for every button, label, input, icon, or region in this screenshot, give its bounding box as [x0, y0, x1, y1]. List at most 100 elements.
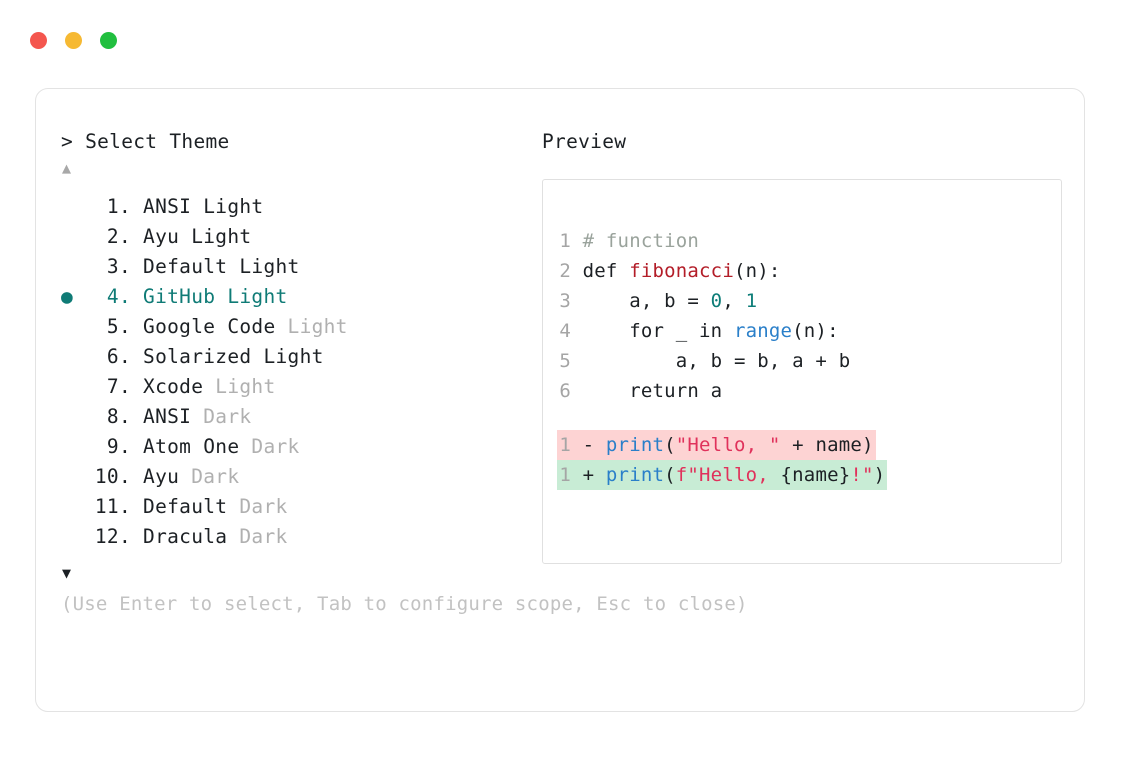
- code-token: + name): [780, 434, 874, 456]
- theme-item-variant: Dark: [239, 435, 300, 458]
- code-token: !": [850, 464, 874, 486]
- page-title: > Select Theme: [61, 130, 230, 153]
- code-token: f"Hello,: [675, 464, 781, 486]
- theme-item-index: 10.: [94, 465, 131, 488]
- theme-item-index: 5.: [94, 315, 131, 338]
- theme-item-variant: Dark: [179, 465, 240, 488]
- code-token: print: [605, 464, 665, 486]
- theme-item-variant: Light: [227, 255, 300, 278]
- code-gutter-space: [571, 320, 583, 342]
- code-token: fibonacci: [629, 260, 734, 282]
- keyboard-hint: (Use Enter to select, Tab to configure s…: [61, 593, 748, 615]
- code-gutter-space: [571, 230, 583, 252]
- theme-list-item[interactable]: 5. Google Code Light: [61, 312, 521, 342]
- theme-list-item[interactable]: 9. Atom One Dark: [61, 432, 521, 462]
- theme-item-index: 4.: [94, 285, 131, 308]
- preview-title: Preview: [542, 130, 627, 153]
- theme-list-item[interactable]: 11. Default Dark: [61, 492, 521, 522]
- code-line: 5 a, b = b, a + b: [557, 346, 1061, 376]
- code-token: 1: [745, 290, 758, 312]
- theme-item-variant: Light: [275, 315, 348, 338]
- theme-item-index: 1.: [94, 195, 131, 218]
- theme-item-variant: Light: [203, 375, 276, 398]
- theme-list-item[interactable]: 7. Xcode Light: [61, 372, 521, 402]
- theme-list-item[interactable]: 1. ANSI Light: [61, 192, 521, 222]
- theme-item-name: Ayu: [131, 225, 180, 248]
- code-line-number: 3: [559, 290, 571, 312]
- code-token: def: [582, 260, 630, 282]
- theme-list-item[interactable]: 6. Solarized Light: [61, 342, 521, 372]
- theme-item-name: Solarized: [131, 345, 252, 368]
- code-token: (: [664, 464, 676, 486]
- theme-item-name: Default: [131, 255, 228, 278]
- diff-line-number: 1: [559, 434, 571, 456]
- theme-item-name: Atom One: [131, 435, 240, 458]
- theme-list-item[interactable]: 10. Ayu Dark: [61, 462, 521, 492]
- code-line-number: 6: [559, 380, 571, 402]
- theme-item-name: Google Code: [131, 315, 276, 338]
- theme-item-name: Ayu: [131, 465, 180, 488]
- theme-item-name: ANSI: [131, 195, 192, 218]
- code-token: a, b = b, a + b: [582, 350, 851, 372]
- theme-item-variant: Light: [191, 195, 264, 218]
- code-spacer: [557, 406, 1061, 430]
- code-line: 3 a, b = 0, 1: [557, 286, 1061, 316]
- theme-item-variant: Dark: [227, 495, 288, 518]
- theme-item-index: 12.: [94, 525, 131, 548]
- code-line-number: 2: [559, 260, 571, 282]
- theme-item-index: 8.: [94, 405, 131, 428]
- code-gutter-space: [571, 260, 583, 282]
- scroll-down-arrow-icon[interactable]: ▼: [62, 564, 72, 582]
- diff-added-line: 1 + print(f"Hello, {name}!"): [557, 460, 888, 490]
- theme-item-name: ANSI: [131, 405, 192, 428]
- theme-list: 1. ANSI Light 2. Ayu Light 3. Default Li…: [61, 192, 521, 552]
- diff-row: 1 + print(f"Hello, {name}!"): [557, 460, 1061, 490]
- theme-item-index: 2.: [94, 225, 131, 248]
- code-line-number: 1: [559, 230, 571, 252]
- close-window-dot[interactable]: [30, 32, 47, 49]
- minimize-window-dot[interactable]: [65, 32, 82, 49]
- code-token: ): [873, 464, 886, 486]
- theme-item-variant: Light: [215, 285, 288, 308]
- code-gutter-space: [571, 350, 583, 372]
- code-token: a, b =: [582, 290, 711, 312]
- code-gutter-space: [571, 380, 583, 402]
- theme-item-index: 11.: [94, 495, 131, 518]
- theme-item-index: 9.: [94, 435, 131, 458]
- code-token: print: [605, 434, 665, 456]
- code-line: 4 for _ in range(n):: [557, 316, 1061, 346]
- code-line: 1 # function: [557, 226, 1061, 256]
- diff-row: 1 - print("Hello, " + name): [557, 430, 1061, 460]
- code-token: (n):: [733, 260, 781, 282]
- theme-item-variant: Light: [179, 225, 252, 248]
- theme-item-index: 6.: [94, 345, 131, 368]
- scroll-up-arrow-icon[interactable]: ▲: [62, 159, 72, 177]
- code-token: "Hello, ": [675, 434, 781, 456]
- theme-list-item[interactable]: 8. ANSI Dark: [61, 402, 521, 432]
- theme-list-item[interactable]: 2. Ayu Light: [61, 222, 521, 252]
- selected-bullet-icon: ●: [61, 285, 74, 308]
- code-token: 0: [710, 290, 723, 312]
- theme-list-item[interactable]: ● 4. GitHub Light: [61, 282, 521, 312]
- theme-item-index: 7.: [94, 375, 131, 398]
- code-token: for _ in: [582, 320, 734, 342]
- theme-item-index: 3.: [94, 255, 131, 278]
- diff-sign: -: [571, 434, 606, 456]
- theme-item-variant: Dark: [227, 525, 288, 548]
- theme-list-item[interactable]: 12. Dracula Dark: [61, 522, 521, 552]
- code-token: (n):: [792, 320, 839, 342]
- code-line: 2 def fibonacci(n):: [557, 256, 1061, 286]
- code-token: {name}: [780, 464, 851, 486]
- theme-list-item[interactable]: 3. Default Light: [61, 252, 521, 282]
- code-token: (: [664, 434, 676, 456]
- diff-sign: +: [571, 464, 606, 486]
- theme-list-panel: > Select Theme ▲ 1. ANSI Light 2. Ayu Li…: [61, 129, 521, 586]
- code-token: ,: [722, 290, 746, 312]
- code-line-number: 4: [559, 320, 571, 342]
- theme-item-variant: Light: [251, 345, 324, 368]
- code-token: range: [733, 320, 793, 342]
- maximize-window-dot[interactable]: [100, 32, 117, 49]
